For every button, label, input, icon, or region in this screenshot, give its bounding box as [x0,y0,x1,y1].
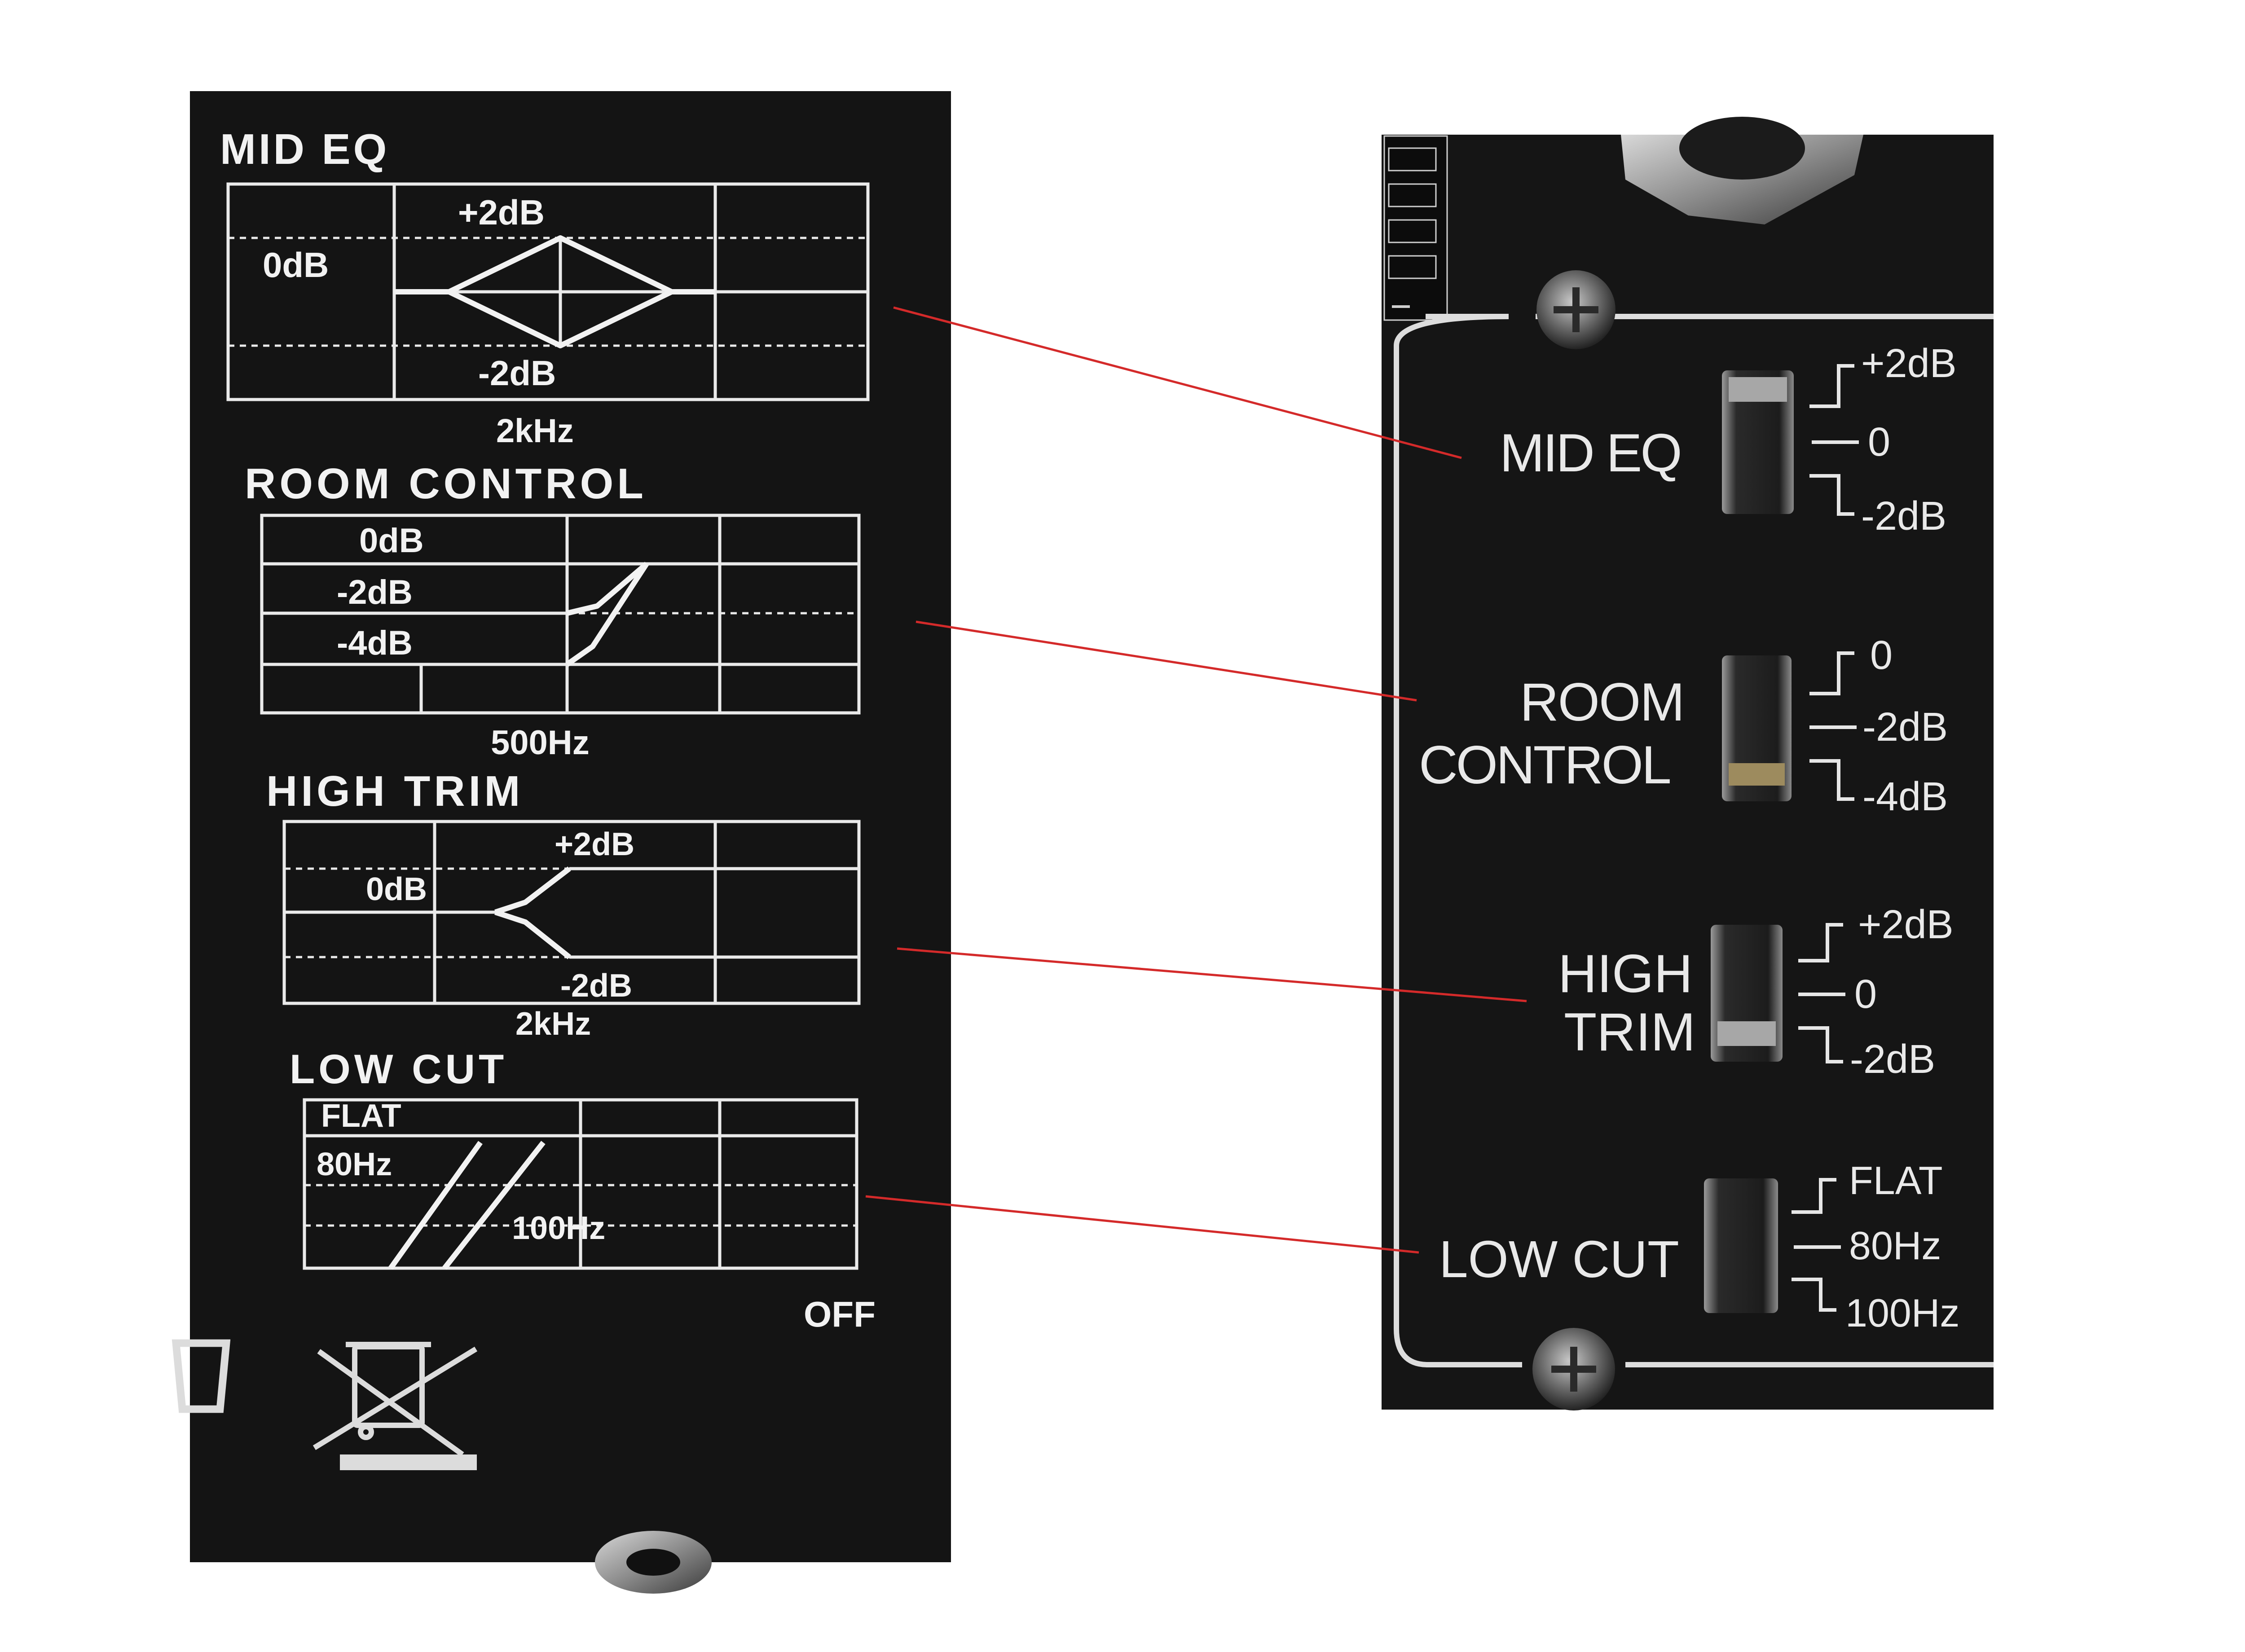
room-control-level-minus2: -2dB [337,573,413,611]
room-control-position-minus4: -4dB [1862,774,1948,819]
connector-room-control [916,620,1417,702]
high-trim-switch-group: HIGH TRIM +2dB 0 -2dB [1558,902,1954,1082]
room-control-level-minus4: -4dB [337,624,413,662]
mid-eq-frequency: 2kHz [496,412,574,449]
low-cut-title: LOW CUT [290,1046,507,1092]
room-control-switch-label-line1: ROOM [1520,672,1684,732]
low-cut-level-100hz: 100Hz [512,1210,605,1246]
high-trim-position-0: 0 [1854,972,1877,1017]
room-control-chart: 0dB -2dB -4dB [260,514,861,715]
crossed-out-wheelie-bin-icon [172,1339,478,1470]
high-trim-section: HIGH TRIM +2dB 0dB -2dB 2kHz [266,767,861,1042]
room-control-level-0: 0dB [359,522,424,560]
high-trim-frequency: 2kHz [515,1006,591,1042]
high-trim-position-plus2: +2dB [1858,902,1954,947]
low-cut-level-80hz: 80Hz [317,1147,392,1182]
mid-eq-switch-group: MID EQ +2dB 0 -2dB [1500,341,1957,539]
low-cut-section: LOW CUT FLAT 80Hz 100Hz [290,1046,858,1270]
label-photo: MID EQ +2dB 0dB -2dB 2kHz ROOM CONTROL [172,91,951,1594]
room-control-frequency: 500Hz [491,724,590,762]
room-control-position-minus2: -2dB [1862,705,1948,750]
low-cut-switch-group: LOW CUT FLAT 80Hz 100Hz [1439,1158,1959,1335]
screw-icon [1536,270,1616,349]
mid-eq-switch-label: MID EQ [1500,423,1681,483]
room-control-position-0: 0 [1870,633,1893,678]
room-control-title: ROOM CONTROL [245,460,647,508]
low-cut-switch[interactable] [1704,1178,1778,1313]
high-trim-chart: +2dB 0dB -2dB [282,820,861,1005]
low-cut-position-flat: FLAT [1849,1158,1943,1203]
connector-low-cut [865,1195,1419,1254]
low-cut-chart: FLAT 80Hz 100Hz [303,1098,858,1270]
high-trim-level-0: 0dB [366,871,427,907]
mid-eq-position-0: 0 [1868,420,1890,465]
mid-eq-level-minus2: -2dB [478,353,556,393]
low-cut-level-flat: FLAT [321,1098,401,1134]
low-cut-position-100hz: 100Hz [1845,1291,1959,1335]
high-trim-level-plus2: +2dB [555,826,634,862]
screw-icon [1532,1328,1615,1410]
mid-eq-level-plus2: +2dB [458,193,545,232]
mid-eq-position-minus2: -2dB [1861,494,1946,539]
mid-eq-chart: +2dB 0dB -2dB [226,182,870,401]
off-label: OFF [804,1294,876,1334]
mid-eq-position-plus2: +2dB [1861,341,1957,386]
mid-eq-title: MID EQ [220,125,389,173]
mid-eq-section: MID EQ +2dB 0dB -2dB 2kHz [220,125,870,449]
low-cut-switch-label: LOW CUT [1439,1230,1679,1288]
connector-high-trim [897,947,1527,1002]
high-trim-title: HIGH TRIM [266,767,524,815]
label-thumbnail [1383,135,1448,321]
high-trim-level-minus2: -2dB [560,968,632,1004]
connector-lines [865,306,1527,1254]
panel-photo: MID EQ +2dB 0 -2dB ROOM CONTROL 0 -2dB -… [1382,117,1994,1410]
high-trim-position-minus2: -2dB [1850,1037,1935,1082]
connector-mid-eq [893,306,1462,459]
jack-connector-icon [1621,117,1863,224]
mid-eq-switch[interactable] [1722,370,1794,514]
jack-connector-icon [595,1531,712,1594]
mid-eq-level-0: 0dB [263,245,329,285]
high-trim-switch-label-line1: HIGH [1558,944,1693,1004]
low-cut-position-80hz: 80Hz [1849,1223,1941,1268]
room-control-switch-group: ROOM CONTROL 0 -2dB -4dB [1419,633,1948,819]
high-trim-switch-label-line2: TRIM [1564,1002,1695,1062]
room-control-section: ROOM CONTROL 0dB -2dB -4dB 500Hz [245,460,861,762]
room-control-switch-label-line2: CONTROL [1419,735,1670,795]
